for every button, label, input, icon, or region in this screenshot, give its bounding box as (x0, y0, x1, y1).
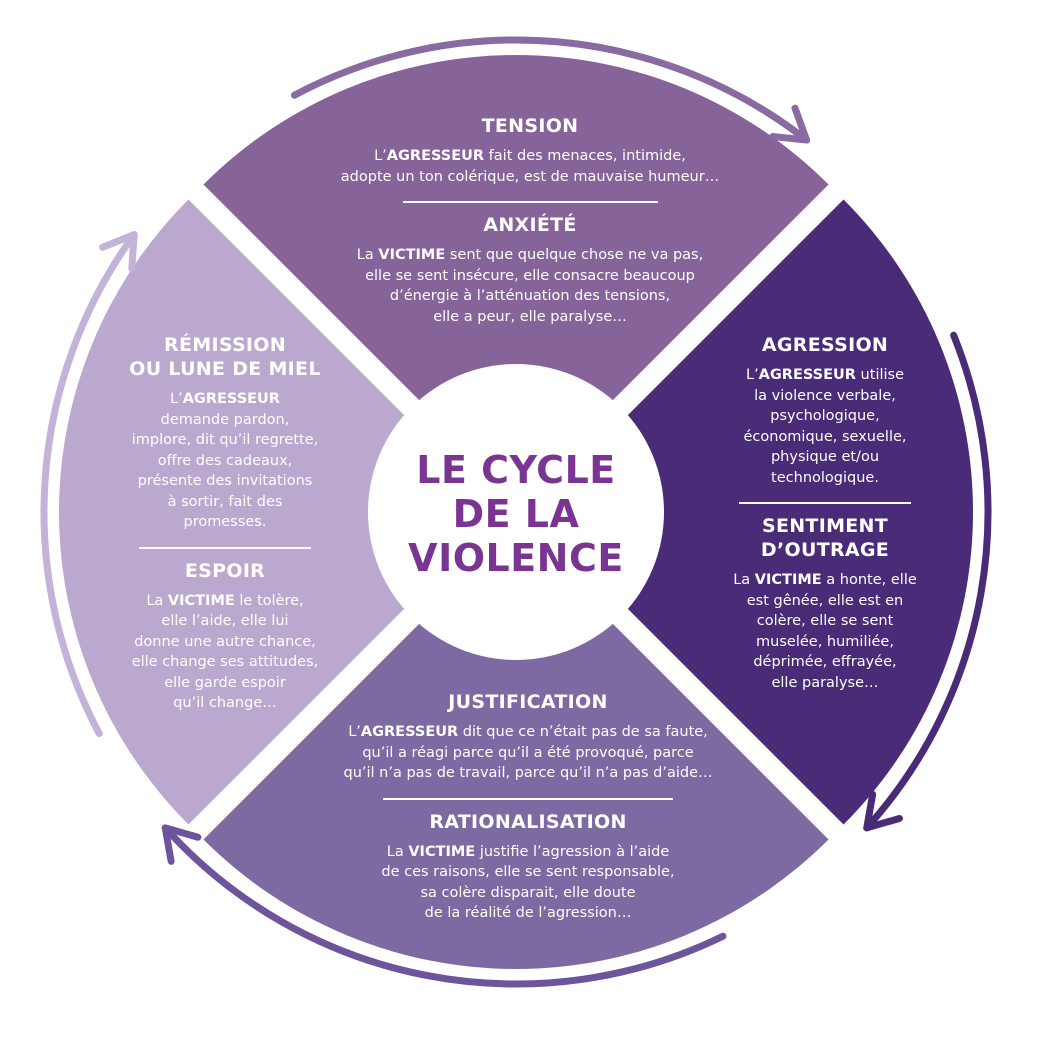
text-line: qu’il n’a pas de travail, parce qu’il n’… (343, 765, 713, 781)
divider (383, 797, 673, 800)
text-line: L’AGRESSEUR utilise (745, 367, 904, 383)
text-line: de ces raisons, elle se sent responsable… (381, 864, 675, 880)
outrage-heading-line: SENTIMENT (761, 515, 889, 537)
outrage-heading-line: D’OUTRAGE (760, 539, 890, 561)
keyword: AGRESSEUR (182, 391, 280, 407)
espoir-text: La VICTIME le tolère, elle l’aide, elle l… (110, 591, 340, 714)
remission-heading: RÉMISSION OU LUNE DE MIEL (110, 333, 340, 381)
keyword: VICTIME (167, 592, 235, 609)
center-title-line: VIOLENCE (408, 536, 624, 580)
text-line: déprimée, effrayée, (753, 654, 897, 670)
espoir-heading: ESPOIR (184, 559, 266, 582)
keyword: AGRESSEUR (758, 367, 856, 383)
arrow-right-icon (863, 331, 992, 832)
agression-text: L’AGRESSEUR utilise la violence verbale, p… (720, 365, 930, 488)
justification-text: L’AGRESSEUR dit que ce n’était pas de sa… (278, 722, 778, 784)
text-line: elle se sent insécure, elle consacre bea… (365, 267, 695, 284)
text-line: L’AGRESSEUR dit que ce n’était pas de sa… (348, 724, 708, 740)
text-line: La VICTIME le tolère, (146, 592, 304, 609)
text-line: d’énergie à l’atténuation des tensions, (389, 288, 671, 304)
keyword: VICTIME (754, 572, 822, 588)
quadrant-top (203, 55, 829, 497)
remission-text: L’AGRESSEUR demande pardon, implore, dit q… (110, 389, 340, 533)
text-line: colère, elle se sent (756, 613, 894, 629)
quadrant-left (59, 199, 502, 825)
text-line: demande pardon, (160, 411, 290, 428)
text-line: la violence verbale, (754, 387, 896, 404)
divider (739, 502, 911, 504)
quadrant-bottom-text: JUSTIFICATION L’AGRESSEUR dit que ce n’é… (278, 690, 778, 924)
arrow-bottom-icon (161, 824, 727, 988)
remission-heading-line: OU LUNE DE MIEL (129, 358, 321, 380)
tension-text: L’AGRESSEUR fait des menaces, intimide, a… (290, 146, 770, 187)
text-line: est gênée, elle est en (746, 592, 904, 609)
text-line: La VICTIME sent que quelque chose ne va … (356, 247, 704, 263)
text-line: à sortir, fait des (167, 493, 283, 510)
rationalisation-text: La VICTIME justifie l’agression à l’aide… (278, 842, 778, 924)
text-line: présente des invitations (137, 473, 313, 489)
text-line: offre des cadeaux, (157, 452, 293, 469)
text-line: elle change ses attitudes, (131, 654, 319, 670)
text-line: adopte un ton colérique, est de mauvaise… (340, 168, 720, 185)
text-line: La VICTIME a honte, elle (733, 572, 917, 588)
text-line: psychologique, (770, 408, 880, 424)
anxiete-text: La VICTIME sent que quelque chose ne va … (290, 245, 770, 327)
quadrant-right-text: AGRESSION L’AGRESSEUR utilise la violence… (720, 333, 930, 693)
text-line: physique et/ou (770, 449, 880, 465)
text-line: elle paralyse… (771, 674, 879, 691)
text-line: La VICTIME justifie l’agression à l’aide (386, 843, 670, 860)
outrage-text: La VICTIME a honte, elle est gênée, elle … (720, 570, 930, 693)
arrow-top-icon (290, 36, 811, 144)
text-line: elle garde espoir (164, 674, 286, 691)
text-line: L’AGRESSEUR (170, 391, 280, 407)
remission-heading-line: RÉMISSION (164, 334, 286, 356)
center-title-line: LE CYCLE (416, 448, 616, 492)
text-line: technologique. (771, 469, 879, 486)
quadrant-left-text: RÉMISSION OU LUNE DE MIEL L’AGRESSEUR dem… (110, 333, 340, 714)
keyword: VICTIME (378, 247, 446, 263)
divider (402, 201, 658, 203)
text-line: elle l’aide, elle lui (161, 613, 289, 629)
justification-heading: JUSTIFICATION (448, 691, 608, 713)
keyword: VICTIME (408, 843, 476, 860)
text-line: promesses. (183, 514, 267, 530)
center-circle (368, 364, 664, 660)
text-line: muselée, humiliée, (756, 633, 894, 650)
divider (139, 546, 311, 549)
center-title-line: DE LA (452, 492, 580, 536)
agression-heading: AGRESSION (761, 334, 889, 356)
text-line: qu’il change… (173, 695, 277, 711)
arrow-layer (40, 36, 992, 988)
text-line: implore, dit qu’il regrette, (131, 432, 319, 448)
text-line: L’AGRESSEUR fait des menaces, intimide, (374, 148, 686, 164)
anxiete-heading: ANXIÉTÉ (483, 214, 577, 236)
center-title: LE CYCLE DE LA VIOLENCE (396, 448, 636, 580)
keyword: AGRESSEUR (360, 724, 459, 740)
quadrant-right (531, 199, 974, 825)
outrage-heading: SENTIMENT D’OUTRAGE (720, 514, 930, 562)
tension-heading: TENSION (481, 115, 579, 137)
text-line: sa colère disparait, elle doute (420, 884, 636, 901)
text-line: économique, sexuelle, (743, 428, 907, 445)
arrow-left-icon (40, 231, 138, 738)
text-line: donne une autre chance, (134, 633, 316, 650)
quadrant-top-text: TENSION L’AGRESSEUR fait des menaces, in… (290, 114, 770, 327)
text-line: elle a peur, elle paralyse… (433, 308, 627, 325)
quadrant-bottom (203, 527, 829, 969)
rationalisation-heading: RATIONALISATION (429, 810, 627, 833)
keyword: AGRESSEUR (386, 148, 485, 164)
quadrant-layer (59, 55, 974, 969)
text-line: de la réalité de l’agression… (424, 905, 632, 921)
text-line: qu’il a réagi parce qu’il a été provoqué… (362, 744, 694, 761)
